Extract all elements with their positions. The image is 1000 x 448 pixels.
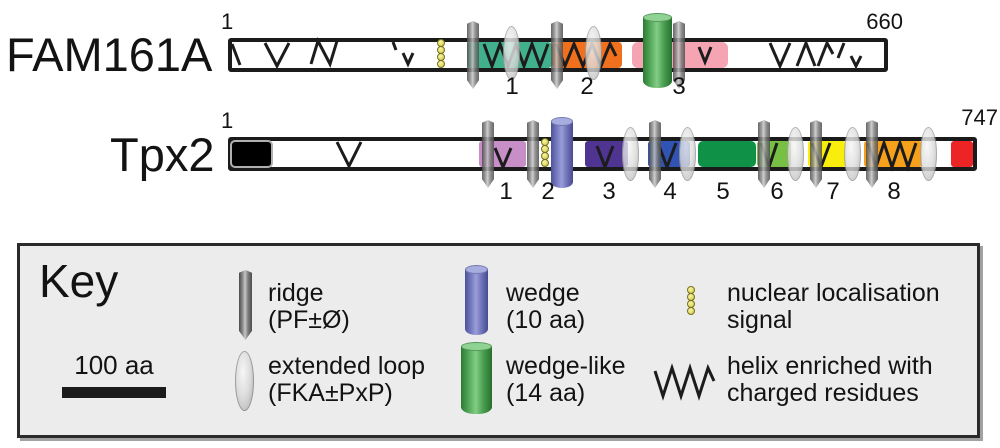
- key-title: Key: [39, 255, 119, 307]
- key-item-wedge-like: wedge-like (14 aa): [506, 353, 626, 407]
- tpx2-end-residue: 747: [961, 105, 998, 130]
- tpx2-feature-number: 3: [602, 178, 616, 205]
- ridge-icon: [467, 21, 479, 89]
- key-item-label: wedge: [506, 279, 580, 307]
- ridge-icon: [482, 120, 494, 188]
- scale-bar: [62, 387, 166, 398]
- key-item-label: ridge: [268, 279, 324, 307]
- tpx2-feature-number: 5: [716, 178, 730, 205]
- extended-loop-icon: [585, 26, 602, 80]
- tpx2-start-residue: 1: [221, 108, 234, 133]
- fam161a-feature-number: 1: [505, 73, 519, 100]
- fam161a-feature-number: 3: [672, 73, 686, 100]
- extended-loop-icon: [787, 127, 804, 181]
- fam161a-end-residue: 660: [866, 9, 903, 34]
- extended-loop-icon: [503, 26, 520, 80]
- key-item-extended-loop: extended loop (FKA±PxP): [268, 353, 425, 407]
- tpx2-feature-number: 4: [663, 178, 677, 205]
- key-item-label: charged residues: [727, 379, 919, 407]
- tpx2-feature-number: 6: [770, 178, 784, 205]
- tpx2-feature-number: 7: [826, 178, 840, 205]
- tpx2-c-terminal-segment: [951, 141, 973, 167]
- wedge-icon: [551, 117, 573, 188]
- key-item-label: wedge-like: [506, 352, 626, 380]
- ridge-icon: [673, 21, 685, 89]
- ridge-icon: [649, 120, 661, 188]
- nls-dot: [437, 60, 445, 68]
- key-item-label: (10 aa): [506, 306, 586, 334]
- wedge-like-icon: [643, 13, 672, 88]
- ridge-icon: [810, 120, 822, 188]
- ridge-icon: [239, 270, 252, 340]
- extended-loop-icon: [844, 127, 861, 181]
- key-item-label: signal: [727, 306, 793, 334]
- key-item-label: nuclear localisation: [727, 279, 940, 307]
- nls-dot: [687, 307, 695, 315]
- nls-icon: [437, 39, 445, 68]
- key-item-label: (FKA±PxP): [268, 379, 393, 407]
- key-item-label: (PF±Ø): [268, 306, 350, 334]
- ridge-icon: [866, 120, 878, 188]
- tpx2-feature-number: 1: [499, 178, 513, 205]
- extended-loop-icon: [920, 127, 937, 181]
- tpx2-segment-5: [698, 141, 756, 167]
- key-item-label: (14 aa): [506, 379, 586, 407]
- extended-loop-icon: [679, 127, 696, 181]
- scale-bar-label: 100 aa: [74, 350, 154, 380]
- tpx2-feature-number: 2: [541, 178, 555, 205]
- fam161a-start-residue: 1: [221, 9, 234, 34]
- key-item-label: extended loop: [268, 352, 426, 380]
- wedge-like-icon: [461, 342, 492, 414]
- ridge-icon: [551, 21, 563, 89]
- nls-icon: [541, 138, 549, 167]
- protein-name-tpx2: Tpx2: [110, 128, 215, 181]
- key-item-wedge: wedge (10 aa): [506, 280, 585, 334]
- tpx2-feature-number: 8: [887, 178, 901, 205]
- ridge-icon: [527, 120, 539, 188]
- nls-icon: [687, 286, 695, 315]
- key-item-ridge: ridge (PF±Ø): [268, 280, 350, 334]
- key-item-nls: nuclear localisation signal: [727, 280, 940, 334]
- key-box: [17, 243, 980, 438]
- fam161a-feature-number: 2: [580, 73, 594, 100]
- extended-loop-icon: [622, 127, 639, 181]
- key-item-label: helix enriched with: [727, 352, 933, 380]
- wedge-icon: [465, 265, 488, 335]
- nls-dot: [541, 159, 549, 167]
- key-item-helix: helix enriched with charged residues: [727, 353, 933, 407]
- protein-name-fam161a: FAM161A: [6, 28, 213, 81]
- tpx2-n-terminal-box: [230, 140, 273, 168]
- ridge-icon: [758, 120, 770, 188]
- extended-loop-icon: [235, 351, 254, 411]
